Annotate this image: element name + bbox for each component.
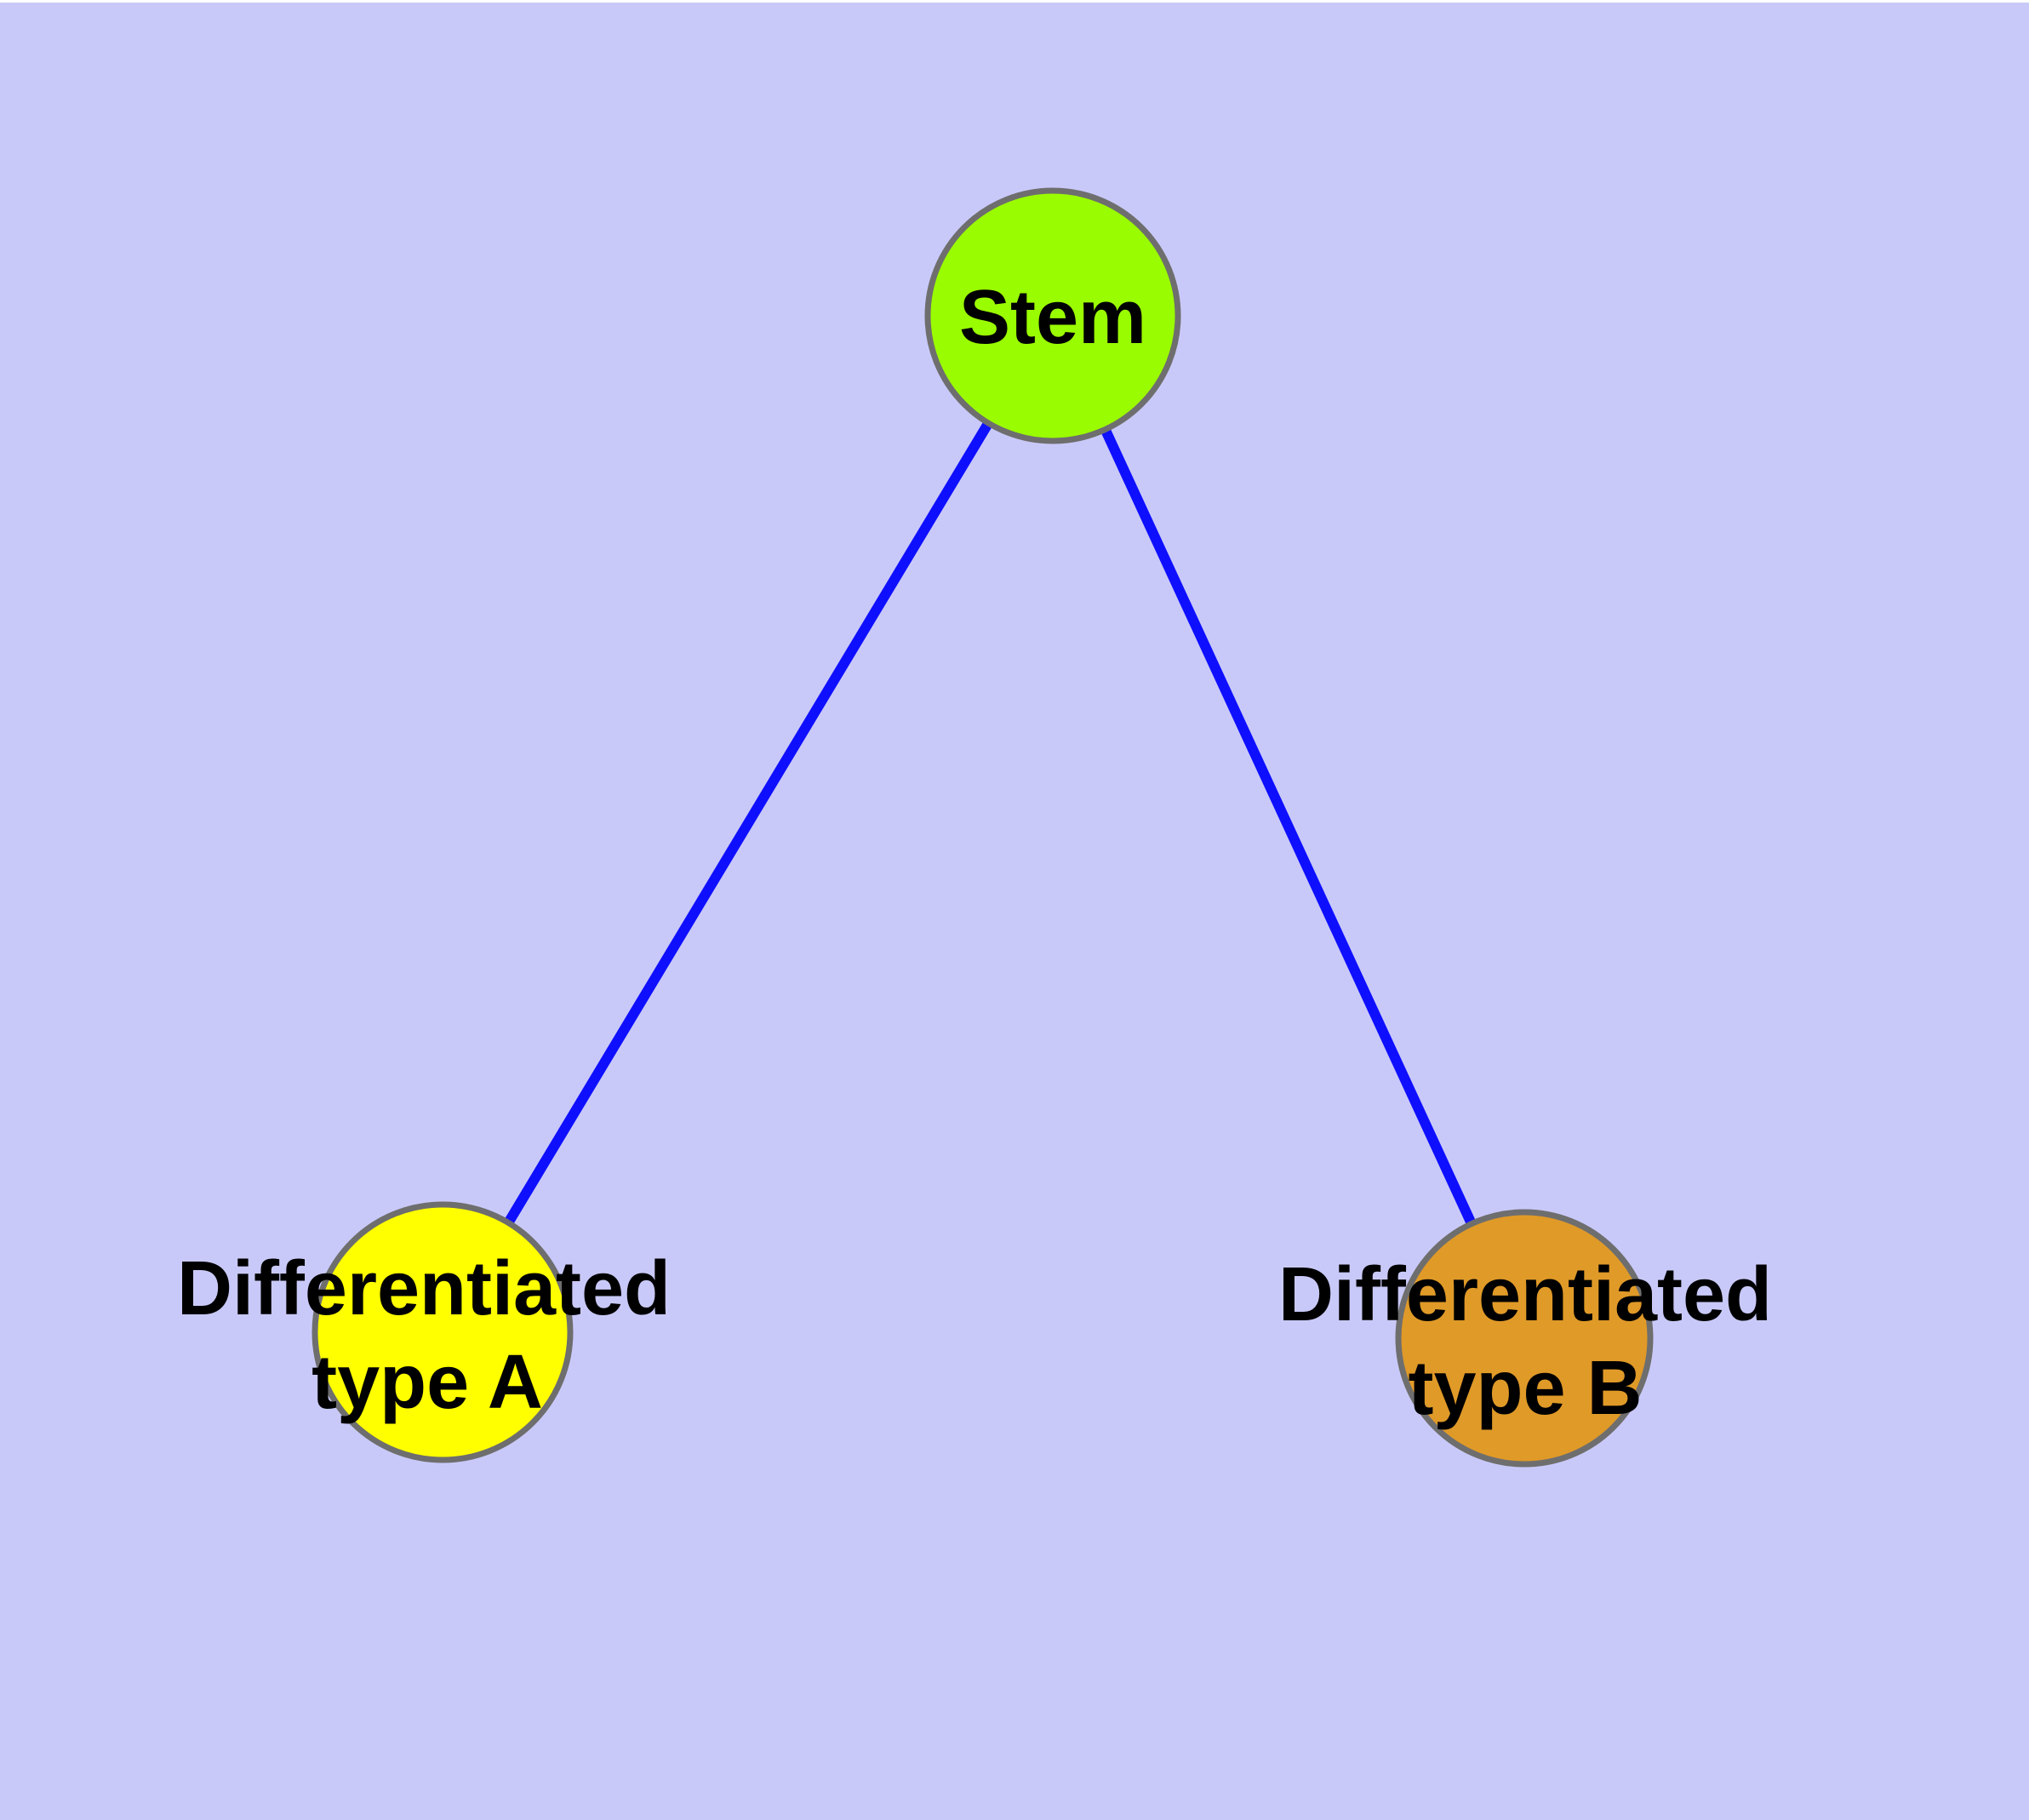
node-stem-label: Stem [959,275,1146,360]
edge-stem-to-type-b [1048,313,1529,1341]
node-type-b-label-line1: Differentiated [1278,1252,1772,1337]
edge-stem-to-type-a [437,312,1058,1336]
node-type-b-circle [1395,1209,1654,1468]
node-stem-circle [924,187,1181,444]
node-type-a-label-line1: Differentiated [177,1246,671,1331]
node-type-a-label-line2: type A [311,1340,543,1425]
node-type-a-circle [311,1201,574,1463]
node-type-b-label-line2: type B [1408,1346,1642,1431]
